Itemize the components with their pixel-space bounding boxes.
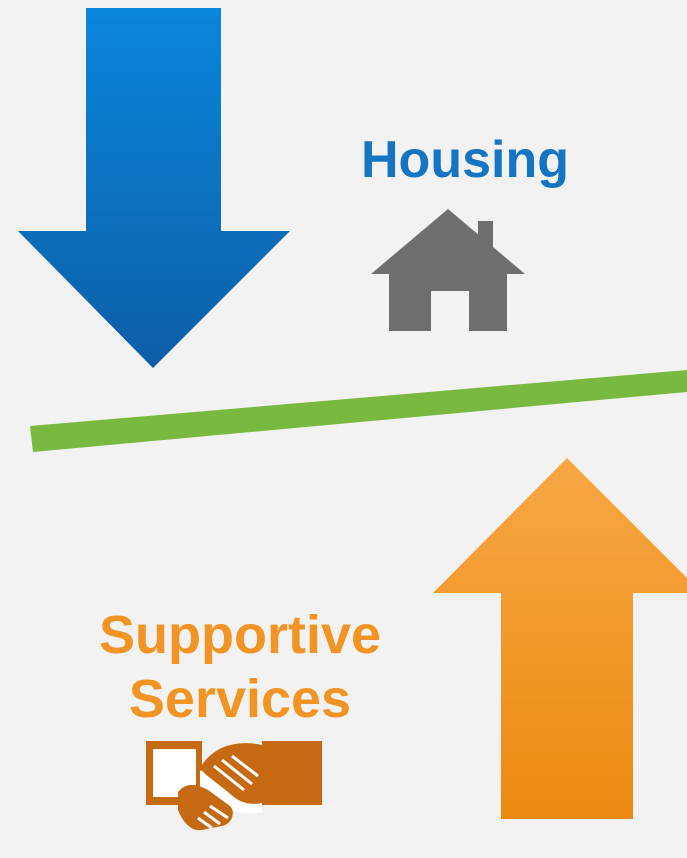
handshake-icon	[146, 741, 322, 831]
up-arrow	[433, 458, 687, 819]
services-label-line1: Supportive	[98, 605, 382, 665]
house-icon	[371, 209, 525, 331]
services-label-line2: Services	[128, 669, 352, 729]
housing-label: Housing	[361, 131, 569, 189]
balance-line	[30, 370, 687, 452]
down-arrow	[18, 8, 290, 368]
supportive-services-label: Supportive Services	[60, 603, 420, 731]
